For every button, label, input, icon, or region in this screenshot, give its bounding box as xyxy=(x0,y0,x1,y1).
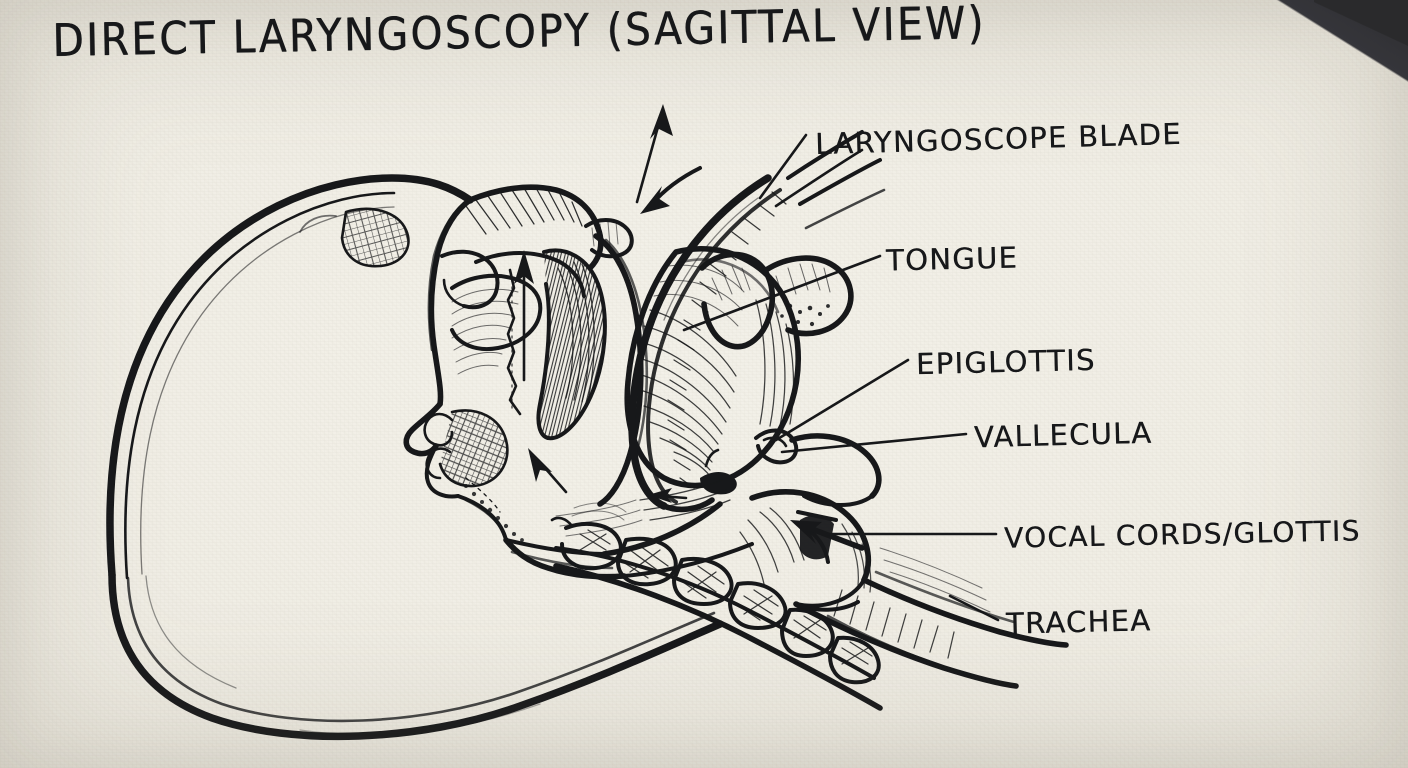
label-trachea: TRACHEA xyxy=(1005,603,1152,641)
arrow-annotations xyxy=(514,104,865,551)
sightline-arrow xyxy=(790,520,865,551)
cervical-spine xyxy=(464,484,883,711)
label-epiglottis: EPIGLOTTIS xyxy=(915,342,1097,382)
lift-arrow-oral xyxy=(514,250,534,382)
label-tongue: TONGUE xyxy=(885,240,1019,278)
tongue xyxy=(624,246,801,495)
lift-arrow-pharynx xyxy=(528,448,568,494)
leader-laryngoscope-blade xyxy=(758,133,808,200)
leader-epiglottis xyxy=(774,358,910,442)
leader-trachea xyxy=(948,594,1000,622)
neck-soft-tissue xyxy=(504,479,731,570)
leader-lines xyxy=(682,133,1000,622)
lift-arrow-tip xyxy=(648,488,688,503)
soft-palate-pharynx xyxy=(536,218,649,507)
larynx-vocal-cords xyxy=(739,489,872,612)
face-profile xyxy=(403,197,754,580)
laryngoscope-blade xyxy=(628,130,886,513)
cranium-outline xyxy=(106,174,724,741)
trachea xyxy=(793,547,1069,689)
leader-tongue xyxy=(682,254,882,332)
lift-arrow-upper xyxy=(635,104,673,204)
nasal-cavity xyxy=(299,207,509,513)
epiglottis xyxy=(699,251,854,350)
lift-arrow-curved xyxy=(640,166,702,214)
leader-vallecula xyxy=(780,432,968,454)
label-vallecula: VALLECULA xyxy=(973,415,1153,455)
